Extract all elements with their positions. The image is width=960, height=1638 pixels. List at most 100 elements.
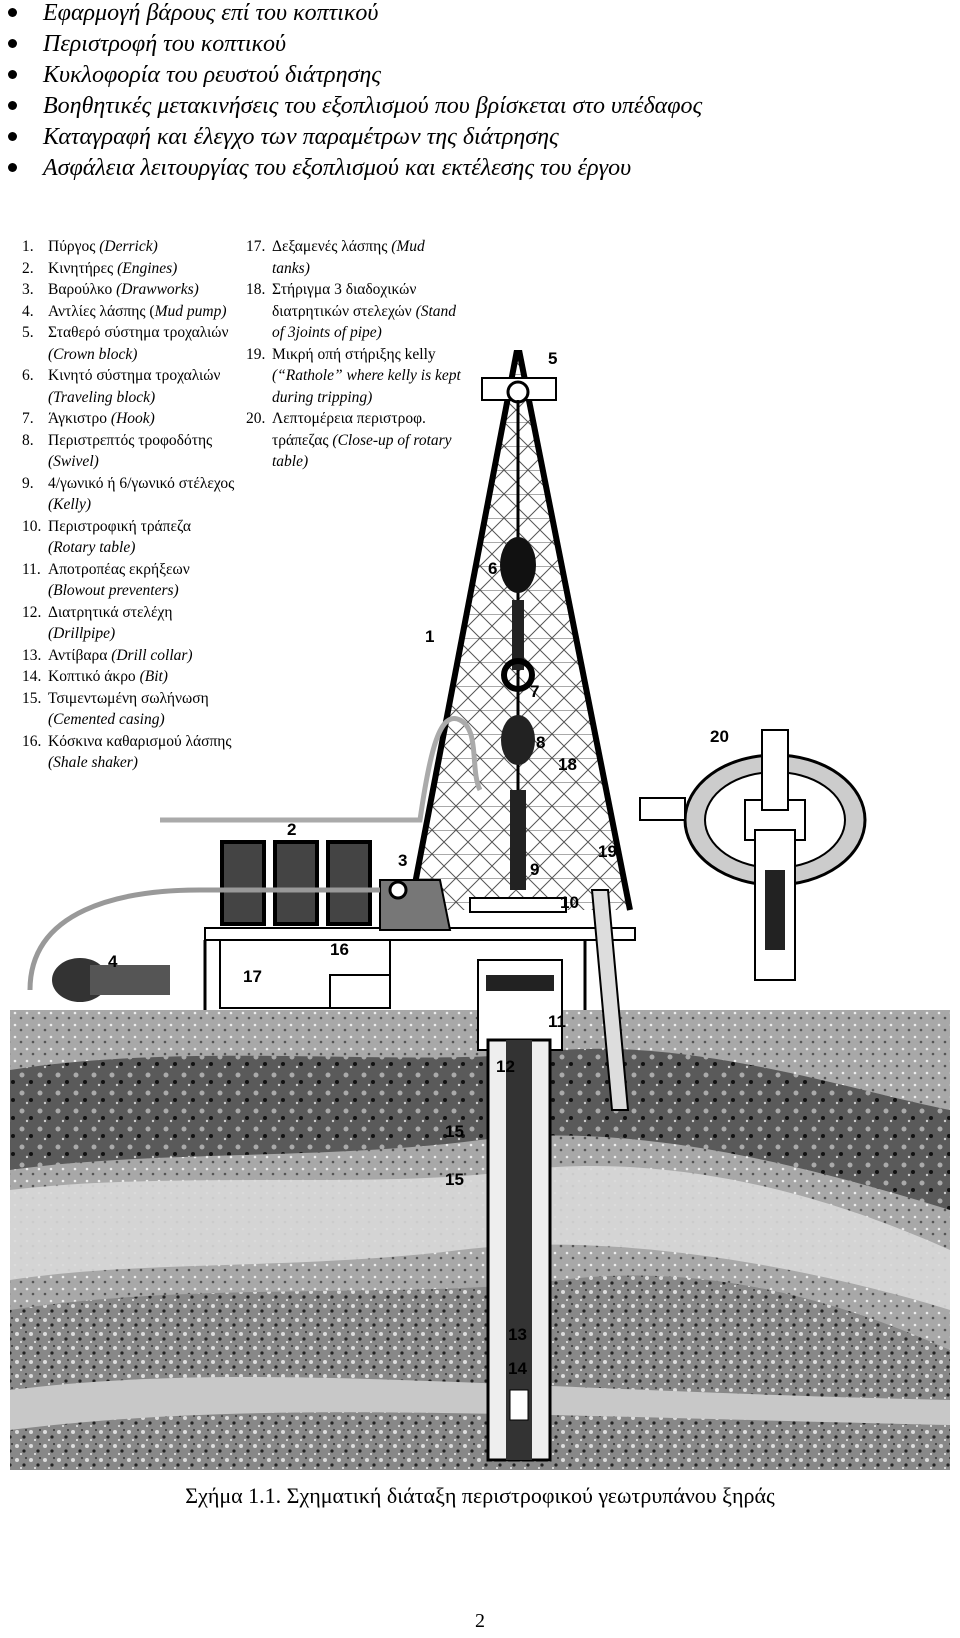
figure-label-20: 20 (710, 727, 729, 746)
bullet-dot (8, 131, 17, 141)
legend-gr: Μικρή οπή στήριξης kelly (272, 345, 436, 363)
figure-label-10: 10 (560, 893, 579, 912)
legend-gr: Κινητήρες (48, 259, 114, 277)
legend-text: Άγκιστρο (Hook) (48, 408, 155, 430)
legend-en: (Drillpipe) (48, 625, 116, 642)
mud-pump (27, 716, 483, 1009)
legend-gr: Βαρούλκο (48, 281, 113, 298)
figure-label-13: 13 (508, 1325, 527, 1344)
legend-en: (Mud tanks) (272, 238, 425, 277)
legend-text: Στήριγμα 3 διαδοχικών διατρητικών στελεχ… (272, 279, 466, 344)
wellbore (486, 1038, 552, 1462)
legend-gr: Τσιμεντωμένη σωλήνωση (48, 689, 209, 707)
legend-num: 7. (22, 410, 34, 427)
legend-text: Κόσκινα καθαρισμού λάσπης (Shale shaker) (48, 731, 242, 774)
bullet-dot (8, 7, 17, 17)
figure-label-14: 14 (508, 1359, 527, 1378)
legend-gr: Περιστρεπτός τροφοδότης (48, 431, 213, 449)
bullet-text: Βοηθητικές μετακινήσεις του εξοπλισμού π… (43, 93, 703, 119)
legend-gr: Αποτροπέας εκρήξεων (48, 560, 190, 578)
figure-label-6: 6 (488, 559, 497, 578)
legend-en: (Blowout preventers) (48, 582, 179, 599)
legend-text: Πύργος (Derrick) (48, 236, 158, 258)
engines (220, 840, 452, 931)
legend-item: 15.Τσιμεντωμένη σωλήνωση (Cemented casin… (22, 688, 242, 731)
bullet-text: Εφαρμογή βάρους επί του κοπτικού (43, 0, 379, 26)
legend-text: Κοπτικό άκρο (Bit) (48, 666, 168, 688)
legend-item: 18.Στήριγμα 3 διαδοχικών διατρητικών στε… (246, 279, 466, 344)
legend-en: (Traveling block) (48, 388, 156, 406)
substructure (203, 927, 636, 1051)
legend-num: 17. (246, 238, 266, 255)
legend-num: 1. (22, 238, 34, 255)
legend-right: 17. Δεξαμενές λάσπης (Mud tanks) 18.Στήρι… (246, 236, 466, 473)
figure-labels: 1 2 3 4 5 6 7 8 9 10 11 12 13 14 15 15 1… (108, 350, 729, 1378)
legend-text: Περιστρεπτός τροφοδότης (Swivel) (48, 430, 242, 473)
legend-en: (Crown block) (48, 345, 138, 363)
legend-text: Μικρή οπή στήριξης kelly (“Rathole” wher… (272, 344, 466, 409)
legend-gr: Διατρητικά στελέχη (48, 603, 173, 621)
legend-num: 11. (22, 560, 41, 578)
legend-num: 3. (22, 281, 34, 298)
bullet-text: Καταγραφή και έλεγχο των παραμέτρων της … (43, 124, 559, 150)
legend-text: Λεπτομέρεια περιστροφ. τράπεζας (Close-u… (272, 408, 466, 473)
legend-item: 19.Μικρή οπή στήριξης kelly (“Rathole” w… (246, 344, 466, 409)
legend-en: (Stand of 3joints of pipe) (272, 302, 457, 342)
legend-num: 14. (22, 668, 42, 685)
legend-item: 13.Αντίβαρα (Drill collar) (22, 645, 242, 667)
legend-gr: Στήριγμα 3 διαδοχικών διατρητικών στελεχ… (272, 281, 417, 320)
legend-text: Αντλίες λάσπης (Mud pump) (48, 301, 227, 323)
bullet-item: Κυκλοφορία του ρευστού διάτρησης (8, 62, 381, 89)
figure-label-9: 9 (530, 860, 539, 879)
drilling-rig-figure: 1 2 3 4 5 6 7 8 9 10 11 12 13 14 15 15 1… (10, 350, 950, 1470)
legend-gr: 4/γωνικό ή 6/γωνικό στέλεχος (48, 474, 235, 492)
legend-item: 10. Περιστροφική τράπεζα (Rotary table) (22, 516, 242, 559)
legend-en: Mud pump) (154, 302, 227, 320)
bullet-item: Περιστροφή του κοπτικού (8, 31, 286, 58)
bullet-dot (8, 100, 17, 110)
figure-label-2: 2 (287, 820, 296, 839)
legend-num: 5. (22, 324, 34, 341)
legend-gr: Κόσκινα καθαρισμού λάσπης (48, 732, 232, 750)
figure-caption: Σχήμα 1.1. Σχηματική διάταξη περιστροφικ… (185, 1483, 775, 1508)
legend-text: Περιστροφική τράπεζα (Rotary table) (48, 516, 242, 559)
legend-gr: Κινητό σύστημα τροχαλιών (48, 367, 221, 384)
legend-item: 16. Κόσκινα καθαρισμού λάσπης (Shale shak… (22, 731, 242, 774)
bullet-item: Καταγραφή και έλεγχο των παραμέτρων της … (8, 124, 559, 151)
legend-en: (Kelly) (48, 496, 92, 513)
bullet-text: Περιστροφή του κοπτικού (43, 31, 287, 57)
legend-num: 16. (22, 732, 42, 750)
legend-gr: Δεξαμενές λάσπης (272, 238, 388, 255)
legend-num: 4. (22, 302, 34, 320)
legend-item: 14. Κοπτικό άκρο (Bit) (22, 666, 242, 688)
figure-label-4: 4 (108, 952, 118, 971)
legend-num: 10. (22, 517, 42, 535)
figure-label-16: 16 (330, 940, 349, 959)
legend-gr: Άγκιστρο (48, 410, 108, 427)
legend-item: 11. Αποτροπέας εκρήξεων (Blowout prevente… (22, 559, 242, 602)
legend-en: (Hook) (110, 410, 155, 427)
legend-item: 3.Βαρούλκο (Drawworks) (22, 279, 242, 301)
legend-text: Σταθερό σύστημα τροχαλιών (Crown block) (48, 322, 242, 365)
figure-label-17: 17 (243, 967, 262, 986)
legend-gr: Σταθερό σύστημα τροχαλιών (48, 324, 229, 341)
legend-text: Δεξαμενές λάσπης (Mud tanks) (272, 236, 466, 279)
rotary-table-closeup (639, 729, 867, 981)
figure-label-8: 8 (536, 733, 545, 752)
ground-strata (10, 1010, 950, 1470)
page-number: 2 (475, 1610, 485, 1632)
bullet-text: Κυκλοφορία του ρευστού διάτρησης (43, 62, 381, 88)
figure-label-15b: 15 (445, 1170, 464, 1189)
legend-item: 1. Πύργος (Derrick) (22, 236, 242, 258)
legend-num: 6. (22, 367, 34, 384)
legend-item: 4. Αντλίες λάσπης (Mud pump) (22, 301, 242, 323)
figure-label-15: 15 (445, 1122, 464, 1141)
legend-text: 4/γωνικό ή 6/γωνικό στέλεχος (Kelly) (48, 473, 242, 516)
legend-gr: Κοπτικό άκρο (48, 668, 136, 685)
legend-en: (Cemented casing) (48, 711, 165, 728)
legend-num: 2. (22, 259, 34, 277)
legend-gr: Πύργος (48, 238, 96, 255)
legend-text: Κινητήρες (Engines) (48, 258, 177, 280)
derrick (407, 350, 633, 913)
figure-label-11: 11 (548, 1012, 566, 1031)
